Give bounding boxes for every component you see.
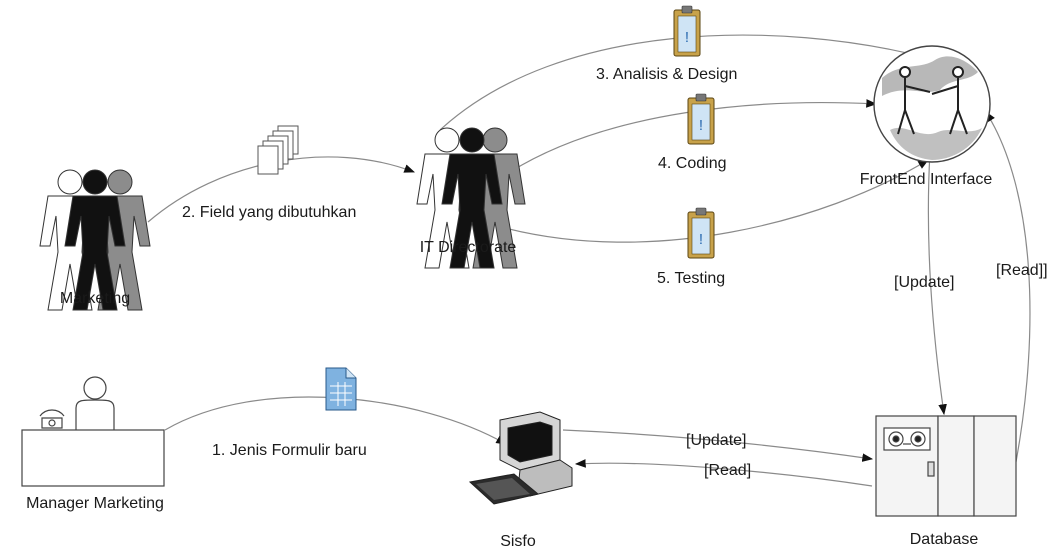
svg-text:!: ! bbox=[699, 117, 703, 134]
flow-update-fe-label: [Update] bbox=[894, 274, 954, 291]
flow-read-db-line bbox=[574, 459, 873, 487]
flow-update-db-label: [Update] bbox=[686, 432, 746, 449]
database-label: Database bbox=[910, 531, 979, 548]
flow-update-db-line bbox=[562, 429, 874, 462]
marketing-people-icon bbox=[39, 169, 151, 311]
flow-jenis-formulir-label: 1. Jenis Formulir baru bbox=[212, 442, 367, 459]
sisfo-label: Sisfo bbox=[500, 533, 536, 550]
flow-coding-line bbox=[509, 99, 878, 173]
it-directorate-label: IT Directorate bbox=[420, 239, 517, 256]
flow-read-fe-label: [Read]] bbox=[996, 262, 1048, 279]
computer-workstation-icon bbox=[468, 411, 573, 505]
frontend-interface-label: FrontEnd Interface bbox=[860, 171, 993, 188]
flow-read-db-label: [Read] bbox=[704, 462, 751, 479]
flow-field-label: 2. Field yang dibutuhkan bbox=[182, 204, 356, 221]
database-server-icon bbox=[875, 415, 1017, 517]
clipboard-testing-icon: ! bbox=[687, 207, 715, 259]
clipboard-analisis-icon: ! bbox=[673, 5, 701, 57]
documents-stack-icon bbox=[257, 125, 299, 175]
svg-text:!: ! bbox=[685, 29, 689, 46]
svg-text:!: ! bbox=[699, 231, 703, 248]
flow-update-fe-line bbox=[927, 151, 947, 416]
flow-analisis-label: 3. Analisis & Design bbox=[596, 66, 737, 83]
flow-testing-label: 5. Testing bbox=[657, 270, 725, 287]
clipboard-coding-icon: ! bbox=[687, 93, 715, 145]
flow-read-fe-line bbox=[985, 111, 1031, 463]
manager-marketing-label: Manager Marketing bbox=[26, 495, 164, 512]
flow-coding-label: 4. Coding bbox=[658, 155, 727, 172]
globe-handshake-icon bbox=[873, 45, 991, 163]
marketing-label: Marketing bbox=[60, 290, 130, 307]
manager-desk-icon bbox=[21, 376, 165, 487]
flow-testing-line bbox=[504, 159, 929, 243]
spreadsheet-document-icon bbox=[325, 367, 357, 411]
